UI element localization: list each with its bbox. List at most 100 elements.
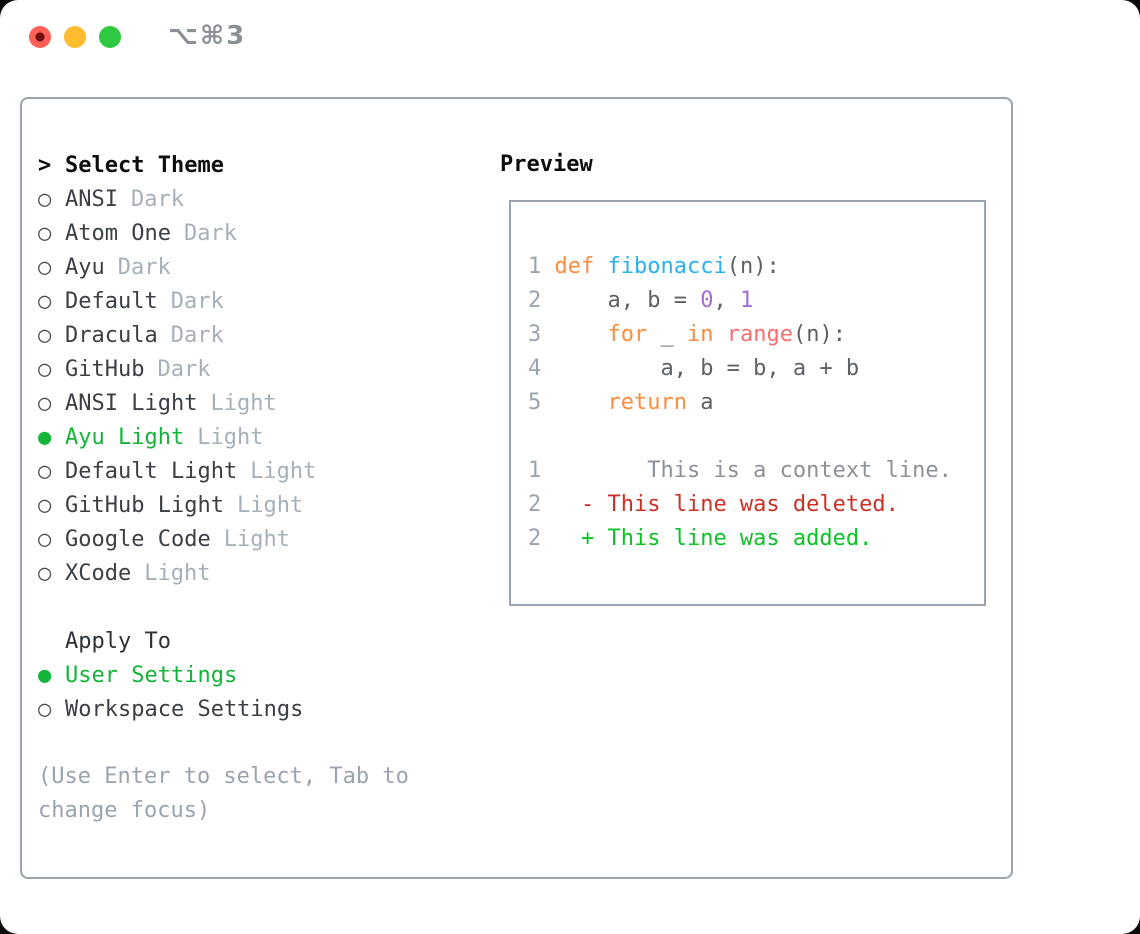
code-token-fn: fibonacci (607, 254, 727, 279)
code-line: 2 - This line was deleted. (528, 488, 984, 522)
code-token-num: 4 (528, 356, 555, 381)
theme-variant-tag: Light (210, 390, 277, 416)
code-token-num: 2 (528, 526, 555, 551)
close-button[interactable] (29, 26, 51, 48)
theme-option-ansi[interactable]: ○ ANSI Dark (38, 182, 316, 216)
code-token-plain (713, 322, 726, 347)
code-line: 2 + This line was added. (528, 522, 984, 556)
radio-unselected-icon: ○ (38, 696, 52, 722)
radio-unselected-icon: ○ (38, 560, 52, 586)
code-token-num: 1 (528, 458, 555, 483)
theme-name: Atom One (65, 220, 171, 246)
theme-variant-tag: Light (236, 492, 304, 518)
code-token-del: - This line was deleted. (554, 492, 899, 517)
theme-variant-tag: Light (250, 458, 317, 484)
code-token-plain: a (686, 390, 714, 415)
radio-selected-icon: ● (38, 424, 52, 450)
radio-unselected-icon: ○ (38, 526, 52, 552)
theme-option-ayu[interactable]: ○ Ayu Dark (38, 250, 316, 284)
window-title: ⌥⌘3 (168, 21, 247, 51)
theme-variant-tag: Light (144, 560, 211, 586)
hint-text: (Use Enter to select, Tab to change focu… (38, 764, 409, 823)
code-token-plain: a, b = (554, 288, 701, 313)
radio-unselected-icon: ○ (38, 322, 52, 348)
code-token-plain: (n): (726, 254, 780, 279)
code-token-add: + This line was added. (554, 526, 873, 551)
preview-label: Preview (500, 152, 593, 177)
theme-variant-tag: Dark (183, 220, 237, 246)
code-line: 1 This is a context line. (528, 454, 984, 488)
apply-option-user-settings[interactable]: ● User Settings (38, 658, 303, 692)
theme-name: ANSI Light (65, 390, 198, 416)
code-line: 4 a, b = b, a + b (528, 352, 984, 386)
select-theme-header: > Select Theme (38, 148, 316, 182)
theme-name: Default Light (65, 458, 238, 484)
code-token-lit: 1 (739, 288, 754, 313)
apply-to-header: Apply To (38, 624, 303, 658)
theme-variant-tag: Light (223, 526, 290, 552)
apply-to-section: Apply To ● User Settings ○ Workspace Settin… (38, 624, 303, 726)
apply-option-name: Workspace Settings (65, 696, 304, 722)
apply-option-workspace-settings[interactable]: ○ Workspace Settings (38, 692, 303, 726)
select-theme-label: Select Theme (65, 152, 224, 178)
theme-option-google-code[interactable]: ○ Google Code Light (38, 522, 316, 556)
code-line: 1 def fibonacci(n): (528, 250, 984, 284)
code-token-kw: return (607, 390, 687, 415)
radio-unselected-icon: ○ (38, 220, 52, 246)
radio-unselected-icon: ○ (38, 492, 52, 518)
theme-name: Google Code (65, 526, 211, 552)
titlebar: ⌥⌘3 (0, 0, 1140, 70)
code-token-lit: 0 (700, 288, 714, 313)
theme-variant-tag: Dark (117, 254, 171, 280)
apply-option-name: User Settings (65, 662, 238, 688)
theme-variant-tag: Dark (130, 186, 184, 212)
theme-option-atom-one[interactable]: ○ Atom One Dark (38, 216, 316, 250)
code-token-plain (594, 254, 607, 279)
code-token-kw: in (686, 322, 714, 347)
code-token-num: 2 (528, 288, 555, 313)
theme-variant-tag: Light (197, 424, 264, 450)
code-token-num: 1 (528, 254, 555, 279)
theme-name: Default (65, 288, 158, 314)
code-line: 3 for _ in range(n): (528, 318, 984, 352)
code-token-num: 2 (528, 492, 555, 517)
code-token-num: 3 (528, 322, 555, 347)
code-token-plain (555, 322, 608, 347)
code-line: 5 return a (528, 386, 984, 420)
apply-to-options: ● User Settings ○ Workspace Settings (38, 658, 303, 726)
code-token-plain: a, b = b, a + b (554, 356, 860, 381)
code-line (528, 420, 984, 454)
theme-name: Ayu (65, 254, 105, 280)
code-token-plain: (n): (792, 322, 846, 347)
theme-option-ansi-light[interactable]: ○ ANSI Light Light (38, 386, 316, 420)
radio-unselected-icon: ○ (38, 254, 52, 280)
code-line: 2 a, b = 0, 1 (528, 284, 984, 318)
theme-variant-tag: Dark (157, 356, 211, 382)
apply-to-label: Apply To (65, 628, 171, 654)
cursor-icon: > (38, 152, 52, 178)
radio-unselected-icon: ○ (38, 390, 52, 416)
theme-option-dracula[interactable]: ○ Dracula Dark (38, 318, 316, 352)
code-token-plain: _ (647, 322, 687, 347)
theme-name: Dracula (65, 322, 158, 348)
radio-selected-icon: ● (38, 662, 52, 688)
minimize-button[interactable] (64, 26, 86, 48)
zoom-button[interactable] (99, 26, 121, 48)
code-token-kw: def (554, 254, 595, 279)
theme-name: ANSI (65, 186, 118, 212)
code-token-ctx: This is a context line. (554, 458, 952, 483)
code-token-num: 5 (528, 390, 555, 415)
radio-unselected-icon: ○ (38, 186, 52, 212)
theme-variant-tag: Dark (170, 322, 224, 348)
code-token-plain: , (713, 288, 740, 313)
